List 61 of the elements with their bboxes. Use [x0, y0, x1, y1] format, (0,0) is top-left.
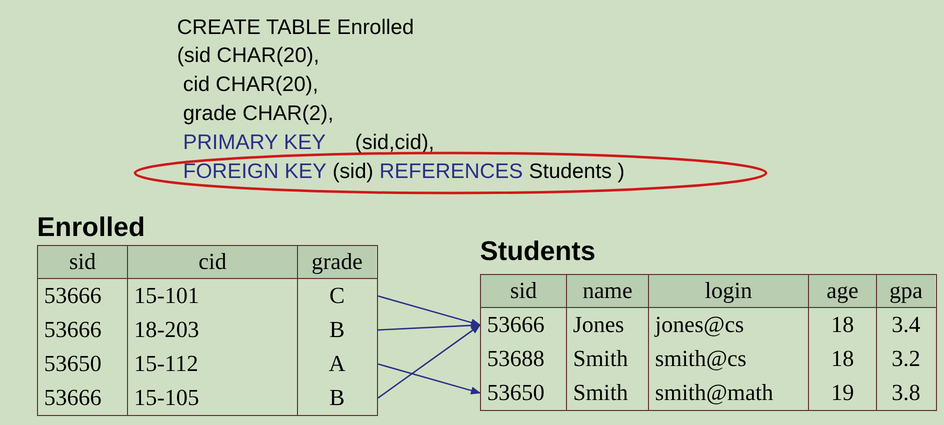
table-cell-text: A	[328, 350, 346, 378]
table-cell: smith@cs	[649, 342, 809, 376]
code-text: grade CHAR(2),	[183, 102, 334, 126]
table-cell-text: 3.2	[890, 345, 922, 373]
table-cell: jones@cs	[649, 308, 809, 342]
table-cell: 15-101	[128, 279, 298, 313]
code-text: REFERENCES	[379, 160, 523, 183]
table-cell: 53666	[38, 313, 128, 347]
table-row	[480, 308, 937, 342]
table-cell-text: 3.4	[890, 311, 922, 339]
column-header: sid	[481, 275, 567, 307]
table-row	[37, 347, 378, 381]
table-cell: Jones	[567, 308, 649, 342]
code-text: CREATE TABLE Enrolled	[177, 16, 414, 40]
table-cell: 53666	[38, 381, 128, 415]
column-header: gpa	[877, 275, 935, 307]
arrow	[378, 363, 481, 394]
table-cell: 53666	[38, 279, 128, 313]
code-text: PRIMARY KEY	[183, 131, 326, 155]
code-text: (sid CHAR(20),	[177, 44, 320, 68]
table-cell: 18	[809, 308, 877, 342]
table-cell-text: B	[328, 316, 346, 344]
table-cell: 18	[809, 342, 877, 376]
table-cell: 15-105	[128, 381, 298, 415]
column-header: grade	[298, 246, 376, 278]
table-cell: 18-203	[128, 313, 298, 347]
table-title: Enrolled	[37, 212, 146, 243]
table-cell: 53688	[481, 342, 567, 376]
code-text: (sid,cid),	[355, 131, 434, 155]
code-text: cid CHAR(20),	[183, 73, 318, 97]
table-cell: Smith	[567, 376, 649, 410]
table-row	[480, 376, 937, 410]
code-text: FOREIGN KEY	[183, 160, 327, 183]
highlight-ellipse	[133, 151, 768, 195]
table-cell: 19	[809, 376, 877, 410]
table-row	[37, 313, 378, 347]
arrow	[378, 295, 481, 326]
column-header: name	[567, 275, 649, 307]
table-cell: 53650	[481, 376, 567, 410]
column-header: login	[649, 275, 809, 307]
table-row	[37, 279, 378, 313]
table-row	[37, 381, 378, 415]
table-cell: 53650	[38, 347, 128, 381]
table-cell-text: 3.8	[890, 379, 922, 407]
table-cell-text: B	[328, 384, 346, 412]
table-cell-text: C	[328, 282, 346, 310]
column-header: age	[809, 275, 877, 307]
table-cell: 53666	[481, 308, 567, 342]
arrow	[378, 324, 481, 399]
table-cell: Smith	[567, 342, 649, 376]
code-text: (sid)	[332, 160, 374, 183]
code-text: Students )	[528, 160, 625, 183]
table-title: Students	[480, 236, 596, 267]
column-header: cid	[128, 246, 298, 278]
header-row	[37, 245, 378, 279]
table-row	[480, 342, 937, 376]
table-cell: 15-112	[128, 347, 298, 381]
table-cell: smith@math	[649, 376, 809, 410]
column-header: sid	[38, 246, 128, 278]
arrow	[378, 321, 481, 331]
header-row	[480, 274, 937, 308]
